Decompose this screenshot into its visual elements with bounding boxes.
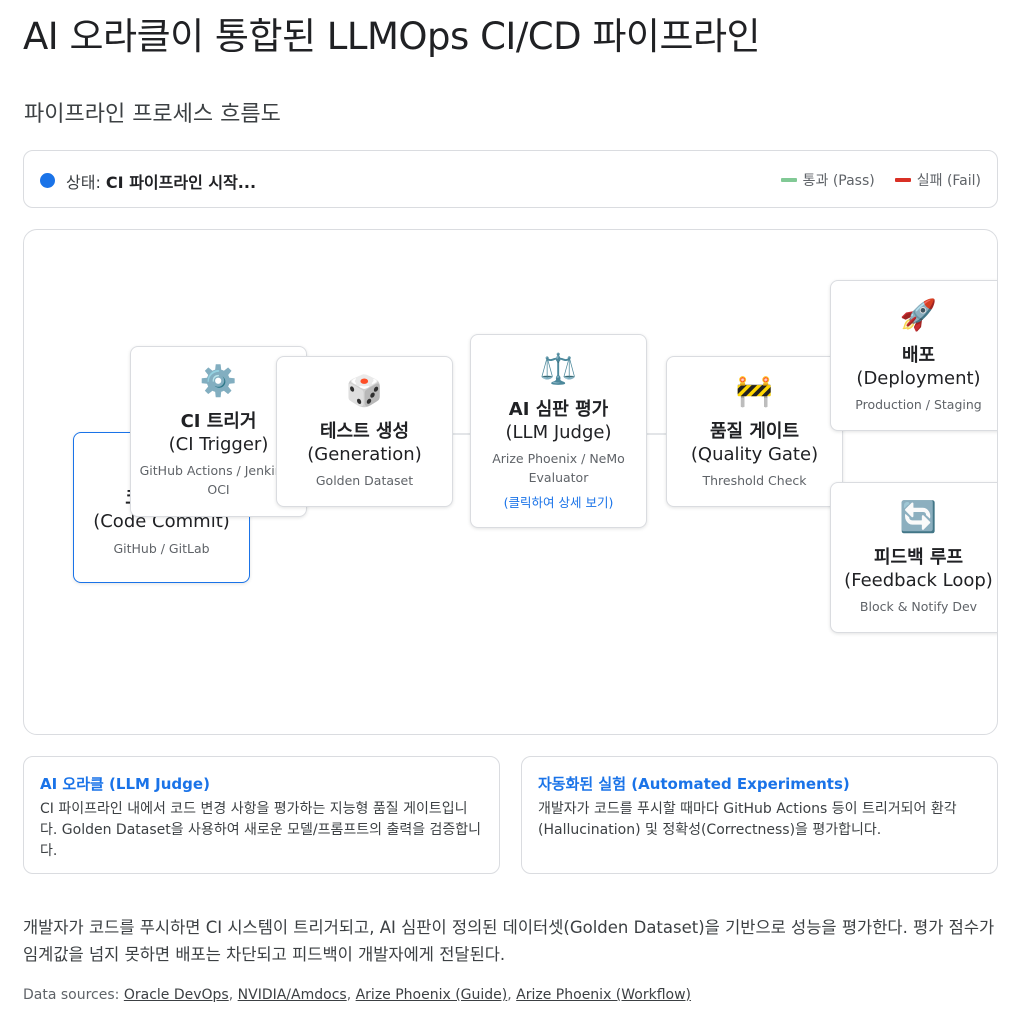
dice-icon: 🎲 (345, 374, 384, 409)
legend-swatch-pass (780, 178, 797, 182)
section-title: 파이프라인 프로세스 흐름도 (24, 102, 281, 127)
node-generation-title-en: (Generation) (307, 444, 422, 465)
node-llm-judge[interactable]: ⚖️ AI 심판 평가 (LLM Judge) Arize Phoenix / … (470, 334, 647, 528)
construction-barrier-icon: 🚧 (735, 374, 774, 409)
legend-label-pass: 통과 (Pass) (802, 173, 875, 189)
info-card-automated-experiments: 자동화된 실험 (Automated Experiments) 개발자가 코드를… (521, 756, 998, 874)
info-card-automated-experiments-title: 자동화된 실험 (Automated Experiments) (538, 775, 850, 793)
source-link-arize-phoenix-workflow[interactable]: Arize Phoenix (Workflow) (516, 987, 692, 1003)
connector-judge-gate (641, 433, 671, 435)
page-title: AI 오라클이 통합된 LLMOps CI/CD 파이프라인 (23, 15, 761, 58)
node-deployment[interactable]: 🚀 배포 (Deployment) Production / Staging (830, 280, 997, 431)
legend-item-pass: 통과 (Pass) (780, 170, 875, 190)
legend-label-fail: 실패 (Fail) (916, 173, 981, 189)
node-ci-trigger-title-ko: CI 트리거 (180, 411, 257, 432)
node-ci-trigger-title-en: (CI Trigger) (168, 434, 269, 455)
node-generation-sub: Golden Dataset (315, 473, 414, 488)
node-quality-gate-title-en: (Quality Gate) (690, 444, 819, 465)
source-link-nvidia-amdocs[interactable]: NVIDIA/Amdocs (237, 987, 347, 1003)
legend-swatch-fail (894, 178, 911, 182)
node-deployment-title-ko: 배포 (901, 345, 936, 366)
source-separator: , (507, 987, 517, 1003)
source-separator: , (228, 987, 238, 1003)
status-bar: 상태: CI 파이프라인 시작... 통과 (Pass) 실패 (Fail) (23, 150, 998, 208)
node-quality-gate[interactable]: 🚧 품질 게이트 (Quality Gate) Threshold Check (666, 356, 843, 507)
node-feedback-loop-title-ko: 피드백 루프 (873, 547, 964, 568)
node-deployment-title-en: (Deployment) (856, 368, 981, 389)
rocket-icon: 🚀 (899, 298, 938, 333)
node-feedback-loop[interactable]: 🔄 피드백 루프 (Feedback Loop) Block & Notify … (830, 482, 997, 633)
source-link-arize-phoenix-guide[interactable]: Arize Phoenix (Guide) (355, 987, 508, 1003)
scales-icon: ⚖️ (539, 352, 578, 387)
refresh-arrows-icon: 🔄 (899, 500, 938, 535)
legend-item-fail: 실패 (Fail) (894, 170, 981, 190)
node-generation[interactable]: 🎲 테스트 생성 (Generation) Golden Dataset (276, 356, 453, 507)
node-llm-judge-title-ko: AI 심판 평가 (508, 399, 609, 420)
info-card-ai-oracle-body: CI 파이프라인 내에서 코드 변경 사항을 평가하는 지능형 품질 게이트입니… (40, 801, 482, 859)
pipeline-canvas: 코드 커밋 (Code Commit) GitHub / GitLab ⚙️ C… (23, 229, 998, 735)
status-value: CI 파이프라인 시작... (105, 173, 257, 192)
status-text: 상태: CI 파이프라인 시작... (66, 169, 256, 193)
info-card-ai-oracle: AI 오라클 (LLM Judge) CI 파이프라인 내에서 코드 변경 사항… (23, 756, 500, 874)
node-feedback-loop-sub: Block & Notify Dev (859, 599, 978, 614)
node-llm-judge-detail-link[interactable]: (클릭하여 상세 보기) (503, 495, 614, 510)
node-quality-gate-title-ko: 품질 게이트 (709, 421, 800, 442)
node-ci-trigger-sub: GitHub Actions / Jenkins / OCI (139, 463, 298, 497)
node-generation-title-ko: 테스트 생성 (319, 421, 410, 442)
source-link-oracle-devops[interactable]: Oracle DevOps (123, 987, 229, 1003)
source-separator: , (346, 987, 356, 1003)
node-llm-judge-sub: Arize Phoenix / NeMo Evaluator (492, 451, 625, 485)
summary-paragraph: 개발자가 코드를 푸시하면 CI 시스템이 트리거되고, AI 심판이 정의된 … (23, 918, 995, 964)
legend: 통과 (Pass) 실패 (Fail) (761, 170, 981, 190)
info-card-automated-experiments-body: 개발자가 코드를 푸시할 때마다 GitHub Actions 등이 트리거되어… (538, 801, 957, 838)
info-card-ai-oracle-title: AI 오라클 (LLM Judge) (40, 775, 210, 793)
connector-generation-judge (444, 433, 474, 435)
node-deployment-sub: Production / Staging (855, 397, 982, 412)
data-sources-label: Data sources: (23, 987, 124, 1003)
node-quality-gate-sub: Threshold Check (702, 473, 807, 488)
node-feedback-loop-title-en: (Feedback Loop) (844, 570, 993, 591)
status-label: 상태: (66, 173, 106, 192)
gear-icon: ⚙️ (199, 364, 238, 399)
node-llm-judge-title-en: (LLM Judge) (505, 422, 612, 443)
data-sources: Data sources: Oracle DevOps, NVIDIA/Amdo… (23, 987, 691, 1003)
status-indicator-dot (40, 173, 55, 188)
node-code-commit-sub: GitHub / GitLab (113, 541, 210, 556)
